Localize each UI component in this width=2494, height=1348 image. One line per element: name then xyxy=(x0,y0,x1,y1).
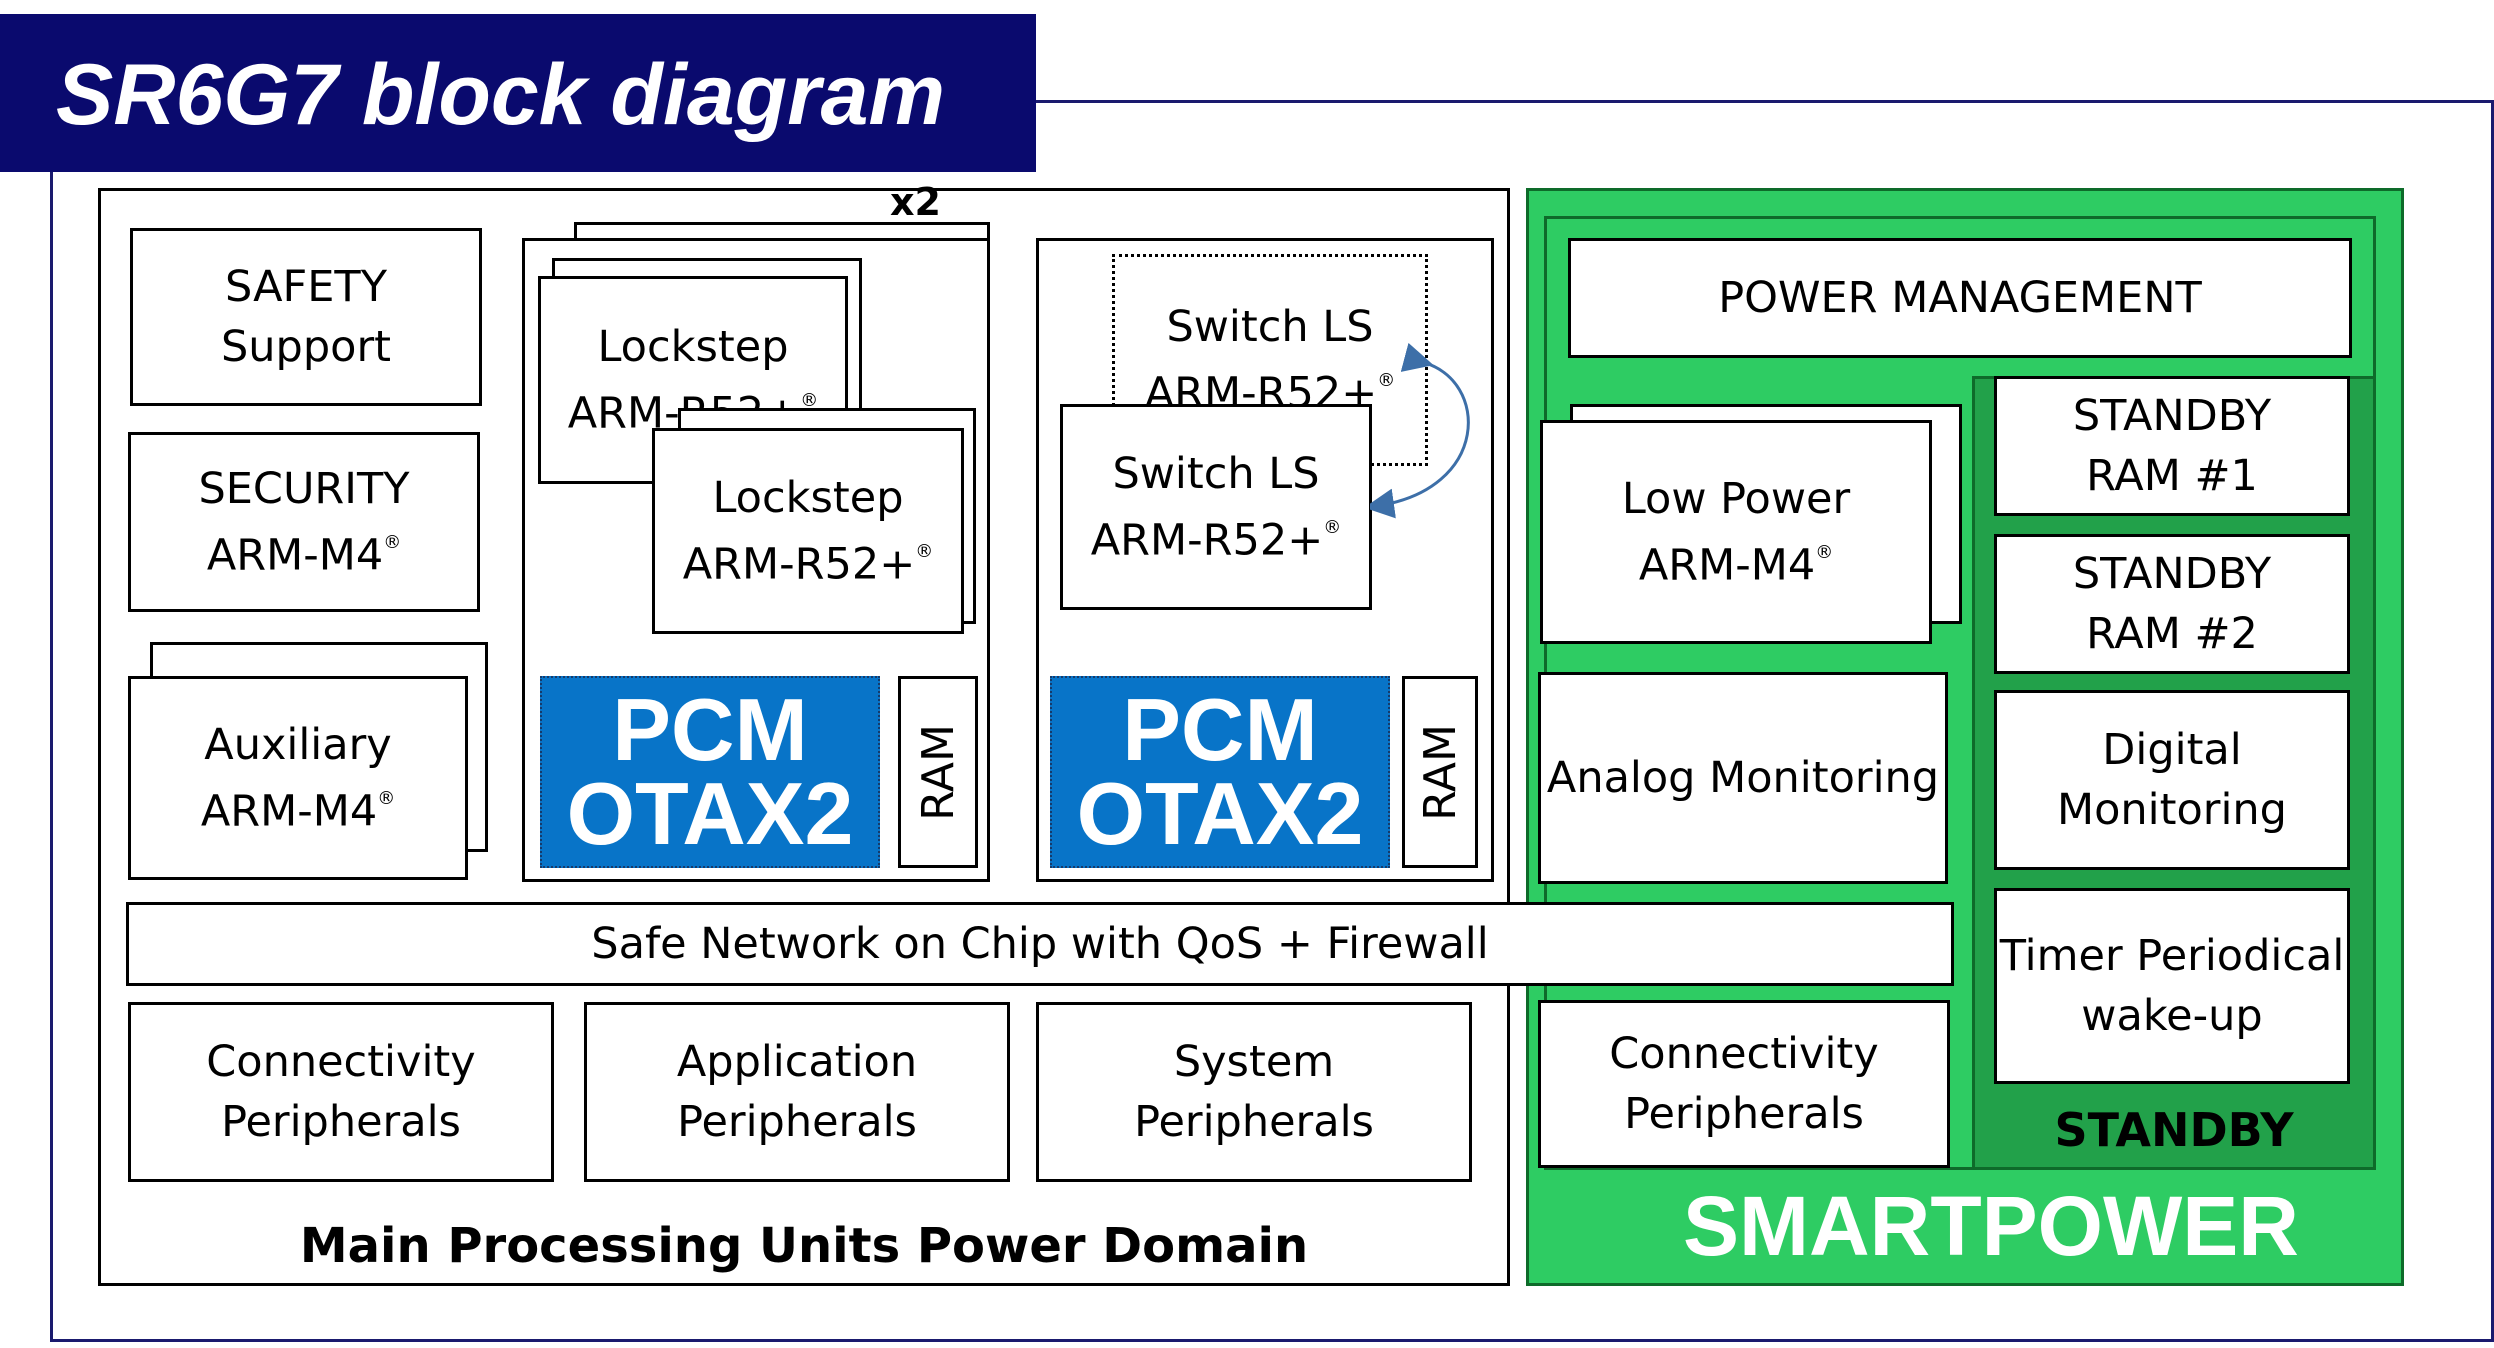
standby-label: STANDBY xyxy=(2054,1103,2294,1157)
switch-ls-core-b: Switch LS ARM-R52+® xyxy=(1060,404,1372,610)
system-peripherals: System Peripherals xyxy=(1036,1002,1472,1182)
page-title: SR6G7 block diagram xyxy=(56,47,945,143)
timer-periodical-wakeup-block: Timer Periodical wake-up xyxy=(1994,888,2350,1084)
title-rule xyxy=(1030,100,2494,103)
connectivity-peripherals-smartpower: Connectivity Peripherals xyxy=(1538,1000,1950,1168)
standby-ram-1: STANDBY RAM #1 xyxy=(1994,376,2350,516)
smartpower-label: SMARTPOWER xyxy=(1683,1179,2299,1273)
switch-arrow-icon xyxy=(1370,342,1470,519)
digital-monitoring-block: Digital Monitoring xyxy=(1994,690,2350,870)
lockstep-multiplier: x2 xyxy=(890,180,941,224)
title-banner: SR6G7 block diagram xyxy=(0,14,1036,172)
analog-monitoring-block: Analog Monitoring xyxy=(1538,672,1948,884)
safety-support-block: SAFETY Support xyxy=(130,228,482,406)
power-management-block: POWER MANAGEMENT xyxy=(1568,238,2352,358)
pcm-otax2-lockstep: PCM OTAX2 xyxy=(540,676,880,868)
safe-network-on-chip: Safe Network on Chip with QoS + Firewall xyxy=(126,902,1954,986)
security-arm-m4-block: SECURITY ARM-M4® xyxy=(128,432,480,612)
low-power-arm-m4-block: Low Power ARM-M4® xyxy=(1540,420,1932,644)
main-domain-label: Main Processing Units Power Domain xyxy=(299,1218,1309,1274)
ram-switch: RAM xyxy=(1402,676,1478,868)
connectivity-peripherals-main: Connectivity Peripherals xyxy=(128,1002,554,1182)
ram-lockstep: RAM xyxy=(898,676,978,868)
auxiliary-arm-m4-block: Auxiliary ARM-M4® xyxy=(128,676,468,880)
lockstep-core-b: Lockstep ARM-R52+® xyxy=(652,428,964,634)
standby-ram-2: STANDBY RAM #2 xyxy=(1994,534,2350,674)
pcm-otax2-switch: PCM OTAX2 xyxy=(1050,676,1390,868)
application-peripherals: Application Peripherals xyxy=(584,1002,1010,1182)
